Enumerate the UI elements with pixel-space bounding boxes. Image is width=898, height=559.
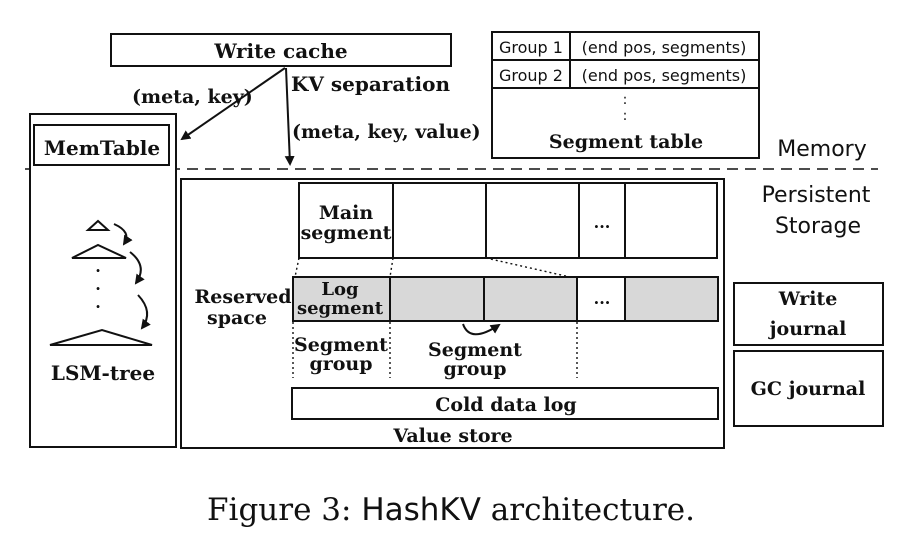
log-segment-ellipsis: ... <box>594 289 611 308</box>
value-store-label: Value store <box>392 425 512 447</box>
segment-table-ellipsis: : <box>623 92 628 108</box>
main-segment-label: Main <box>319 202 374 224</box>
caption-suffix: architecture. <box>481 492 695 528</box>
segment-group-arrow <box>462 323 501 336</box>
log-segment-label-2: segment <box>297 298 384 319</box>
lsm-merge-arrow-1 <box>113 223 133 246</box>
log-segment-row <box>292 276 719 322</box>
write-journal-label-2: journal <box>768 318 847 340</box>
main-segment-row <box>298 182 718 259</box>
write-cache-box: Write cache <box>110 33 452 67</box>
main-segment-ellipsis: ... <box>594 213 611 232</box>
lsm-level-n <box>49 328 153 346</box>
lsm-tree-column: MemTable · · · LSM-tree <box>29 113 177 448</box>
lsm-merge-arrow-3 <box>137 294 151 330</box>
caption-prefix: Figure 3: <box>207 492 361 528</box>
segment-table-ellipsis-2: : <box>623 108 628 124</box>
memory-label: Memory <box>777 137 866 162</box>
meta-key-value-label: (meta, key, value) <box>292 121 481 143</box>
lsm-dot-2: · <box>95 279 101 298</box>
segment-table-title: Segment table <box>549 131 703 153</box>
write-cache-label: Write cache <box>213 39 347 63</box>
segment-table-info-2: (end pos, segments) <box>582 66 747 85</box>
meta-key-label: (meta, key) <box>132 86 253 108</box>
segment-table: Group 1 (end pos, segments) Group 2 (end… <box>491 31 760 159</box>
segment-table-group-2: Group 2 <box>499 66 563 85</box>
arrow-to-value-store <box>284 67 295 166</box>
figure-caption: Figure 3: HashKV architecture. <box>207 492 695 528</box>
lsm-tree-label: LSM-tree <box>51 361 155 385</box>
cold-data-log-label: Cold data log <box>435 394 576 416</box>
memtable-label: MemTable <box>44 136 160 160</box>
arrow-to-memtable <box>180 67 286 141</box>
write-journal-label: Write <box>778 288 838 310</box>
segment-group-mid-label: Segment <box>428 339 522 361</box>
segment-group-mid-label-2: group <box>443 358 506 380</box>
lsm-dot-3: · <box>95 297 101 316</box>
lsm-level-1 <box>71 243 127 259</box>
caption-system: HashKV <box>361 492 481 528</box>
lsm-merge-arrow-2 <box>129 251 145 285</box>
segment-table-info-1: (end pos, segments) <box>582 38 747 57</box>
segment-table-group-1: Group 1 <box>499 38 563 57</box>
storage-label: Storage <box>775 214 861 239</box>
persistent-label: Persistent <box>762 183 871 208</box>
kv-separation-label: KV separation <box>291 72 450 96</box>
reserved-space-label: Reserved <box>194 286 291 308</box>
write-journal: Write journal <box>733 282 884 346</box>
segment-group-left-label: Segment <box>294 334 388 356</box>
gc-journal-label: GC journal <box>751 378 866 400</box>
cold-data-log-box <box>291 387 719 420</box>
segment-group-left-label-2: group <box>309 353 372 375</box>
gc-journal: GC journal <box>733 350 884 427</box>
lsm-dot-1: · <box>95 261 101 280</box>
value-store: Reserved space Main segment ... Log segm… <box>180 178 725 449</box>
log-segment-label: Log <box>321 279 359 300</box>
main-segment-label-2: segment <box>301 222 392 244</box>
lsm-level-0 <box>85 219 111 231</box>
reserved-space-label-2: space <box>207 307 267 329</box>
